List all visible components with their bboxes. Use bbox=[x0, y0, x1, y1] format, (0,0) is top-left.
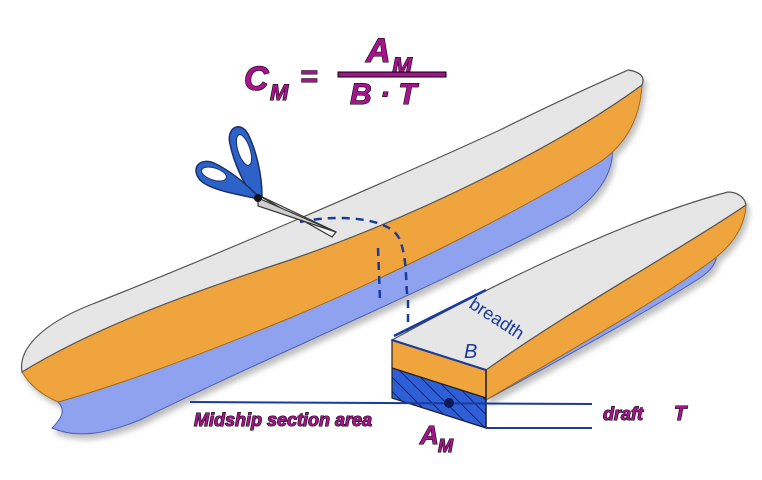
full-ship-deck bbox=[20, 69, 644, 373]
draft-symbol: T bbox=[674, 403, 688, 425]
breadth-dimension-line bbox=[393, 288, 487, 338]
formula-num-main: A bbox=[365, 32, 391, 70]
formula-lhs-main: C bbox=[244, 60, 269, 98]
formula: C M = A M B · T bbox=[243, 31, 447, 112]
area-main: A bbox=[419, 420, 439, 450]
midship-section-block bbox=[391, 339, 487, 429]
draft-lines bbox=[189, 401, 593, 429]
half-ship-hull bbox=[390, 191, 747, 401]
scissors-icon bbox=[195, 126, 337, 238]
formula-equals: = bbox=[300, 60, 318, 93]
area-sub: M bbox=[438, 436, 454, 456]
formula-lhs-sub: M bbox=[270, 80, 289, 105]
half-ship-deck bbox=[390, 191, 747, 371]
breadth-symbol: B bbox=[464, 341, 477, 363]
formula-denominator: B · T bbox=[350, 78, 419, 111]
draft-label: draft bbox=[603, 404, 644, 424]
section-centroid-dot bbox=[444, 398, 454, 408]
fraction-bar bbox=[337, 71, 447, 78]
section-area-label: Midship section area bbox=[194, 410, 372, 430]
full-ship-hull bbox=[20, 69, 644, 435]
